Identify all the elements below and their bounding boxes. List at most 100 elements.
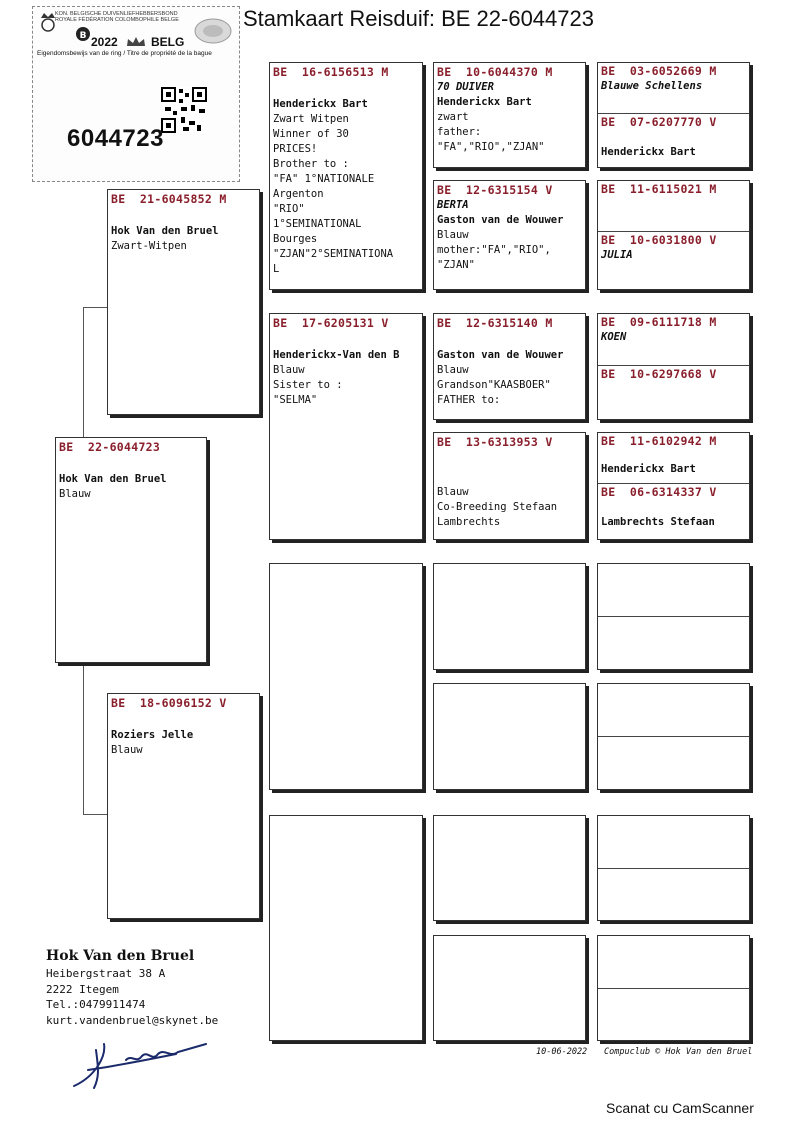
g5-box-2: BE 11-6115021 M BE 10-6031800 V JULIA <box>597 180 750 290</box>
g5-ring: BE 10-6031800 V <box>601 233 717 247</box>
fm-owner: Henderickx-Van den B <box>273 349 400 361</box>
mm-box-empty <box>269 815 423 1041</box>
ffm-owner: Gaston van de Wouwer <box>437 214 564 226</box>
g5-ring: BE 07-6207770 V <box>601 115 717 129</box>
fm-note: Sister to : <box>273 379 343 391</box>
g5-note: JULIA <box>601 249 633 261</box>
g5-note: Blauwe Schellens <box>601 80 703 92</box>
fm-ring: BE 17-6205131 V <box>273 316 389 330</box>
fm-note: Blauw <box>273 364 305 376</box>
mother-owner: Roziers Jelle <box>111 729 194 741</box>
fmf-owner: Gaston van de Wouwer <box>437 349 564 361</box>
g4-empty-box <box>433 935 586 1041</box>
ff-ring: BE 16-6156513 M <box>273 65 389 79</box>
owner-address: Hok Van den Bruel Heibergstraat 38 A 222… <box>46 947 218 1028</box>
software-credit: Compuclub © Hok Van den Bruel <box>604 1047 753 1057</box>
pigeon-owner: Hok Van den Bruel <box>59 473 167 485</box>
mother-ring: BE 18-6096152 V <box>111 696 227 710</box>
fmf-note: FATHER to: <box>437 394 501 406</box>
ff-note: "RIO" <box>273 203 305 215</box>
owner-name: Hok Van den Bruel <box>46 948 195 964</box>
fff-owner: Henderickx Bart <box>437 96 532 108</box>
fmm-box: BE 13-6313953 V Blauw Co-Breeding Stefaa… <box>433 432 586 540</box>
ff-note: 1°SEMINATIONAL <box>273 218 362 230</box>
ff-owner: Henderickx Bart <box>273 98 368 110</box>
g5-note: KOEN <box>601 331 627 343</box>
property-text: Eigendomsbewijs van de ring / Titre de p… <box>37 50 212 57</box>
ff-note: Zwart Witpen <box>273 113 349 125</box>
fff-alias: 70 DUIVER <box>437 81 494 93</box>
fff-note: "FA","RIO","ZJAN" <box>437 141 545 153</box>
g5-box-3: BE 09-6111718 M KOEN BE 10-6297668 V <box>597 313 750 420</box>
signature <box>73 1043 207 1089</box>
g5-ring: BE 06-6314337 V <box>601 485 717 499</box>
g5-ring: BE 11-6115021 M <box>601 182 717 196</box>
ffm-note: mother:"FA","RIO", <box>437 244 551 256</box>
pigeon-color: Blauw <box>59 488 91 500</box>
g5-divider <box>598 365 749 366</box>
ring-year: 2022 <box>91 35 118 49</box>
ff-note: "FA" 1°NATIONALE <box>273 173 375 185</box>
owner-phone: Tel.:0479911474 <box>46 998 146 1011</box>
fmf-note: Grandson"KAASBOER" <box>437 379 551 391</box>
g4-empty-box <box>433 563 586 670</box>
ff-note: Brother to : <box>273 158 349 170</box>
connector-mother <box>83 663 108 815</box>
fff-box: BE 10-6044370 M 70 DUIVER Henderickx Bar… <box>433 62 586 168</box>
father-ring: BE 21-6045852 M <box>111 192 227 206</box>
g5-divider <box>598 868 749 869</box>
ff-box: BE 16-6156513 M Henderickx Bart Zwart Wi… <box>269 62 423 290</box>
qr-code-icon <box>161 87 207 133</box>
g5-ring: BE 03-6052669 M <box>601 64 717 78</box>
g5-note: Henderickx Bart <box>601 146 696 158</box>
ring-certificate: KON. BELGISCHE DUIVENLIEFHEBBERSBOND ROY… <box>32 6 240 182</box>
ff-note: PRICES! <box>273 143 318 155</box>
ff-note: Argenton <box>273 188 324 200</box>
owner-email: kurt.vandenbruel@skynet.be <box>46 1013 219 1027</box>
g5-box-1: BE 03-6052669 M Blauwe Schellens BE 07-6… <box>597 62 750 168</box>
ring-country: BELG <box>151 35 185 49</box>
page-title: Stamkaart Reisduif: BE 22-6044723 <box>243 6 594 31</box>
g5-divider <box>598 231 749 232</box>
ff-note: L <box>273 263 280 275</box>
fmf-note: Blauw <box>437 364 469 376</box>
mother-color: Blauw <box>111 744 143 756</box>
g5-note: Henderickx Bart <box>601 463 696 475</box>
owner-street: Heibergstraat 38 A <box>46 967 166 980</box>
mother-box: BE 18-6096152 V Roziers Jelle Blauw <box>107 693 260 919</box>
g5-ring: BE 09-6111718 M <box>601 315 717 329</box>
ffm-note: Blauw <box>437 229 469 241</box>
fm-note: "SELMA" <box>273 394 318 406</box>
ffm-box: BE 12-6315154 V BERTA Gaston van de Wouw… <box>433 180 586 290</box>
g5-empty-box <box>597 683 750 790</box>
fmm-ring: BE 13-6313953 V <box>437 435 553 449</box>
g5-ring: BE 10-6297668 V <box>601 367 717 381</box>
pigeon-ring: BE 22-6044723 <box>59 440 161 454</box>
fff-note: zwart <box>437 111 469 123</box>
mf-box-empty <box>269 563 423 790</box>
federation-name: KON. BELGISCHE DUIVENLIEFHEBBERSBOND ROY… <box>55 11 179 23</box>
father-color: Zwart-Witpen <box>111 240 187 252</box>
g5-empty-box <box>597 563 750 670</box>
federation-crown-icon <box>41 13 55 32</box>
g5-divider <box>598 113 749 114</box>
hologram-icon <box>194 18 232 44</box>
fmm-note: Blauw <box>437 486 469 498</box>
g5-note: Lambrechts Stefaan <box>601 516 715 528</box>
g5-empty-box <box>597 815 750 921</box>
scanner-watermark: Scanat cu CamScanner <box>606 1100 754 1116</box>
crown-icon <box>127 37 145 46</box>
ff-note: Bourges <box>273 233 318 245</box>
owner-city: 2222 Itegem <box>46 982 119 996</box>
svg-text:B: B <box>80 31 87 41</box>
g5-divider <box>598 988 749 989</box>
g5-box-4: BE 11-6102942 M Henderickx Bart BE 06-63… <box>597 432 750 540</box>
fff-note: father: <box>437 126 482 138</box>
father-owner: Hok Van den Bruel <box>111 225 219 237</box>
g5-divider <box>598 483 749 484</box>
ffm-note: "ZJAN" <box>437 259 475 271</box>
g4-empty-box <box>433 815 586 921</box>
g5-divider <box>598 736 749 737</box>
g5-ring: BE 11-6102942 M <box>601 434 717 448</box>
ffm-alias: BERTA <box>437 199 469 211</box>
